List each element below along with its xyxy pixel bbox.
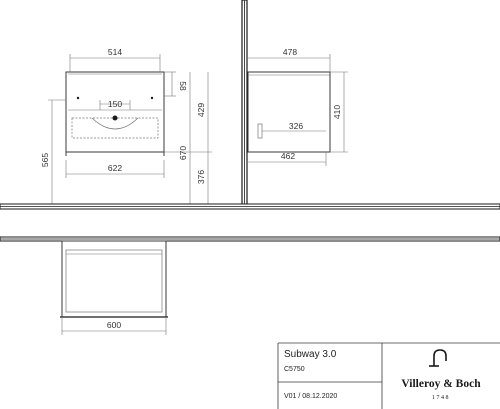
dim-side-top-depth: 478 (283, 47, 297, 57)
dim-side-inner-depth: 326 (289, 121, 303, 131)
dim-side-bottom-depth: 462 (281, 151, 295, 161)
dim-basin-spacing: 150 (108, 99, 122, 109)
dim-bottom-height: 376 (196, 170, 206, 184)
product-code: C5750 (284, 366, 305, 373)
dim-top-width: 514 (108, 47, 122, 57)
faucet-icon (429, 349, 447, 367)
dim-basin-height: 58 (178, 81, 188, 91)
dim-side-height: 410 (332, 105, 342, 119)
plan-view (60, 240, 168, 318)
floor-line (0, 203, 500, 210)
dim-plan-width: 600 (107, 320, 121, 330)
dim-left-height: 565 (40, 153, 50, 167)
dim-height: 429 (196, 103, 206, 117)
version-date: V01 / 08.12.2020 (284, 393, 337, 400)
wall-plan-line (0, 236, 500, 242)
mount-hole (76, 96, 80, 100)
drawer-panel (71, 117, 159, 139)
side-siphon (257, 123, 263, 139)
brand-name: Villeroy & Boch (401, 378, 481, 390)
side-cabinet-outline (247, 71, 331, 153)
dim-floor-height: 670 (178, 146, 188, 160)
product-name: Subway 3.0 (284, 349, 337, 360)
drain-hole (112, 115, 118, 121)
basin-curve (91, 117, 139, 130)
dim-total-width: 622 (108, 163, 122, 173)
front-view (65, 71, 165, 156)
side-dimension-lines (248, 54, 348, 166)
cabinet-outline (65, 71, 165, 153)
plan-drawer-outline (65, 249, 163, 313)
plan-dimension-lines (61, 317, 167, 335)
front-dimension-lines (48, 54, 212, 205)
plan-cabinet-outline (61, 240, 167, 318)
wall-section (241, 0, 248, 207)
title-block (277, 342, 500, 409)
brand-year: 1748 (432, 395, 450, 401)
side-view (247, 71, 331, 153)
mount-hole (150, 96, 154, 100)
